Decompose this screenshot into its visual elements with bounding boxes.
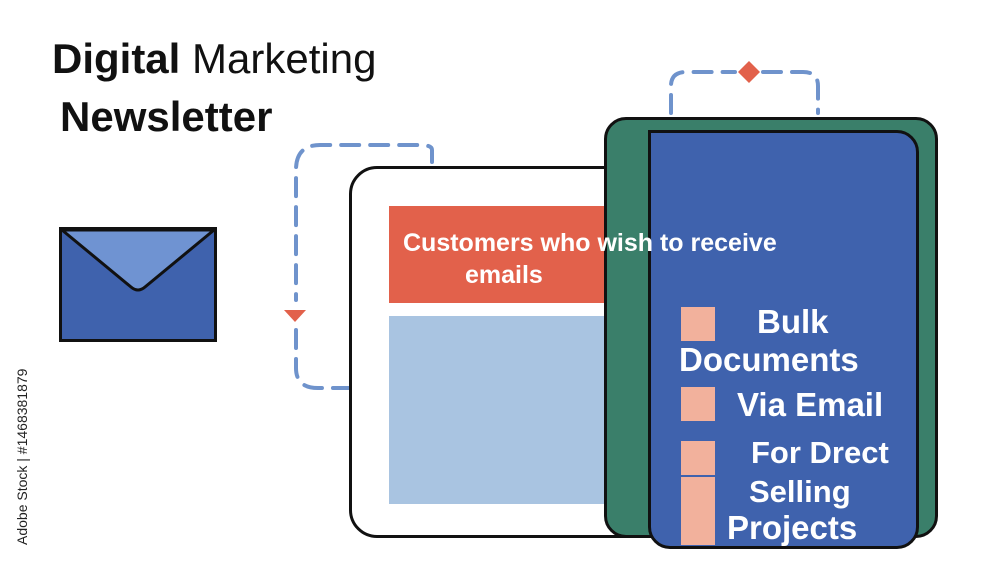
checkbox [681,477,715,511]
checkbox [681,387,715,421]
banner-line-2: emails [465,261,543,289]
title-regular: Marketing [192,35,377,82]
banner-text: Customers who wish to receive emails [403,227,853,291]
list-item: Projects [727,509,858,546]
title-line-2: Newsletter [60,93,273,140]
banner-line-1: Customers who wish to receive [403,229,777,257]
checkbox [681,307,715,341]
list-item: Documents [679,341,859,378]
list-item: Bulk [757,303,829,340]
list-item: For Drect [751,435,889,470]
checkbox [681,441,715,475]
title-bold: Digital [52,35,181,82]
list-item: Selling [749,474,851,509]
page-title: Digital Marketing Newsletter [52,38,376,138]
diamond-icon [738,61,760,83]
title-line-1: Digital Marketing [52,38,376,80]
list-item: Via Email [737,386,884,423]
checkbox [681,511,715,545]
envelope-icon [59,227,217,342]
